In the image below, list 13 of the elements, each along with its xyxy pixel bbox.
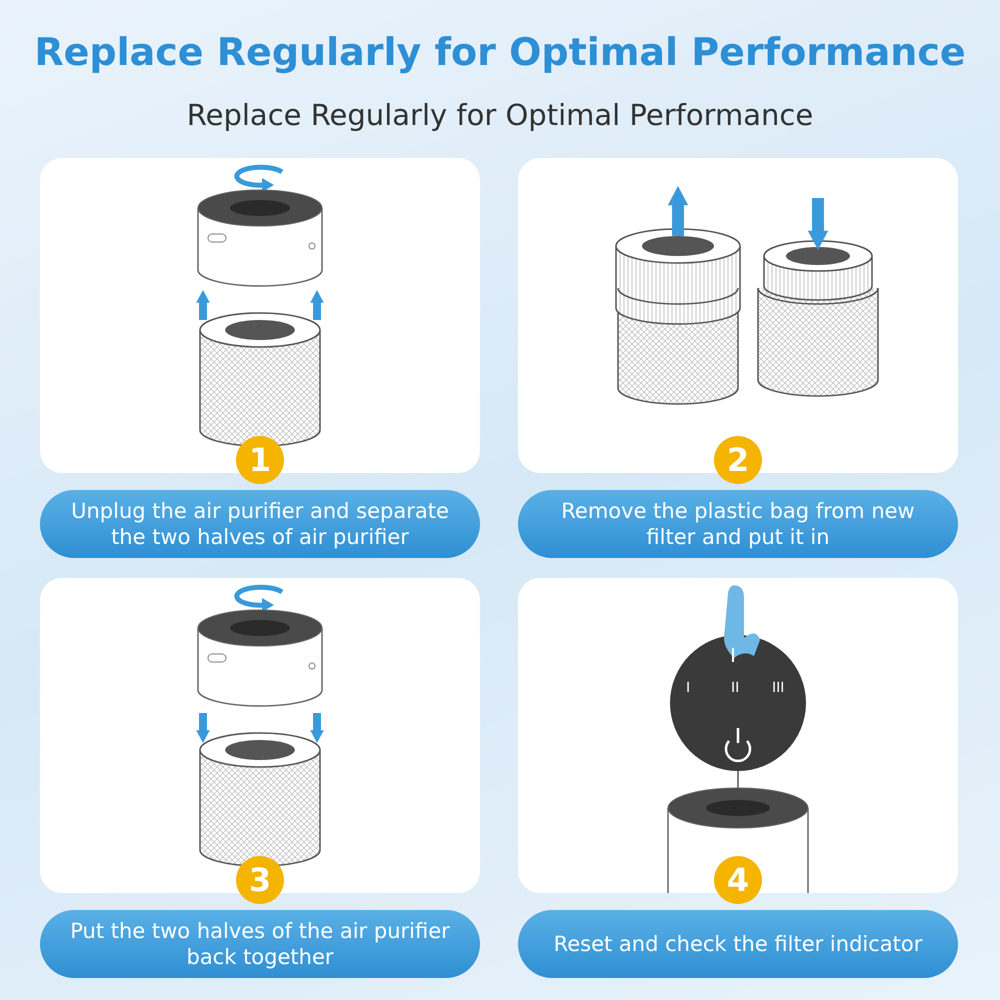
step-number: 1 xyxy=(236,436,284,484)
step-caption: Reset and check the filter indicator xyxy=(518,910,958,978)
page-title: Replace Regularly for Optimal Performance xyxy=(33,30,967,74)
speed-mark: II xyxy=(731,680,740,696)
speed-mark: III xyxy=(772,680,784,696)
step-caption: Unplug the air purifier and separate the two halves of air purifier xyxy=(40,490,480,558)
step-caption: Remove the plastic bag from new filter and put it in xyxy=(518,490,958,558)
step-number: 4 xyxy=(714,856,762,904)
step-number: 2 xyxy=(714,436,762,484)
step-number: 3 xyxy=(236,856,284,904)
step-caption: Put the two halves of the air purifier back together xyxy=(40,910,480,978)
speed-mark: I xyxy=(686,680,690,696)
subtitle: Replace Regularly for Optimal Performance xyxy=(186,98,814,132)
